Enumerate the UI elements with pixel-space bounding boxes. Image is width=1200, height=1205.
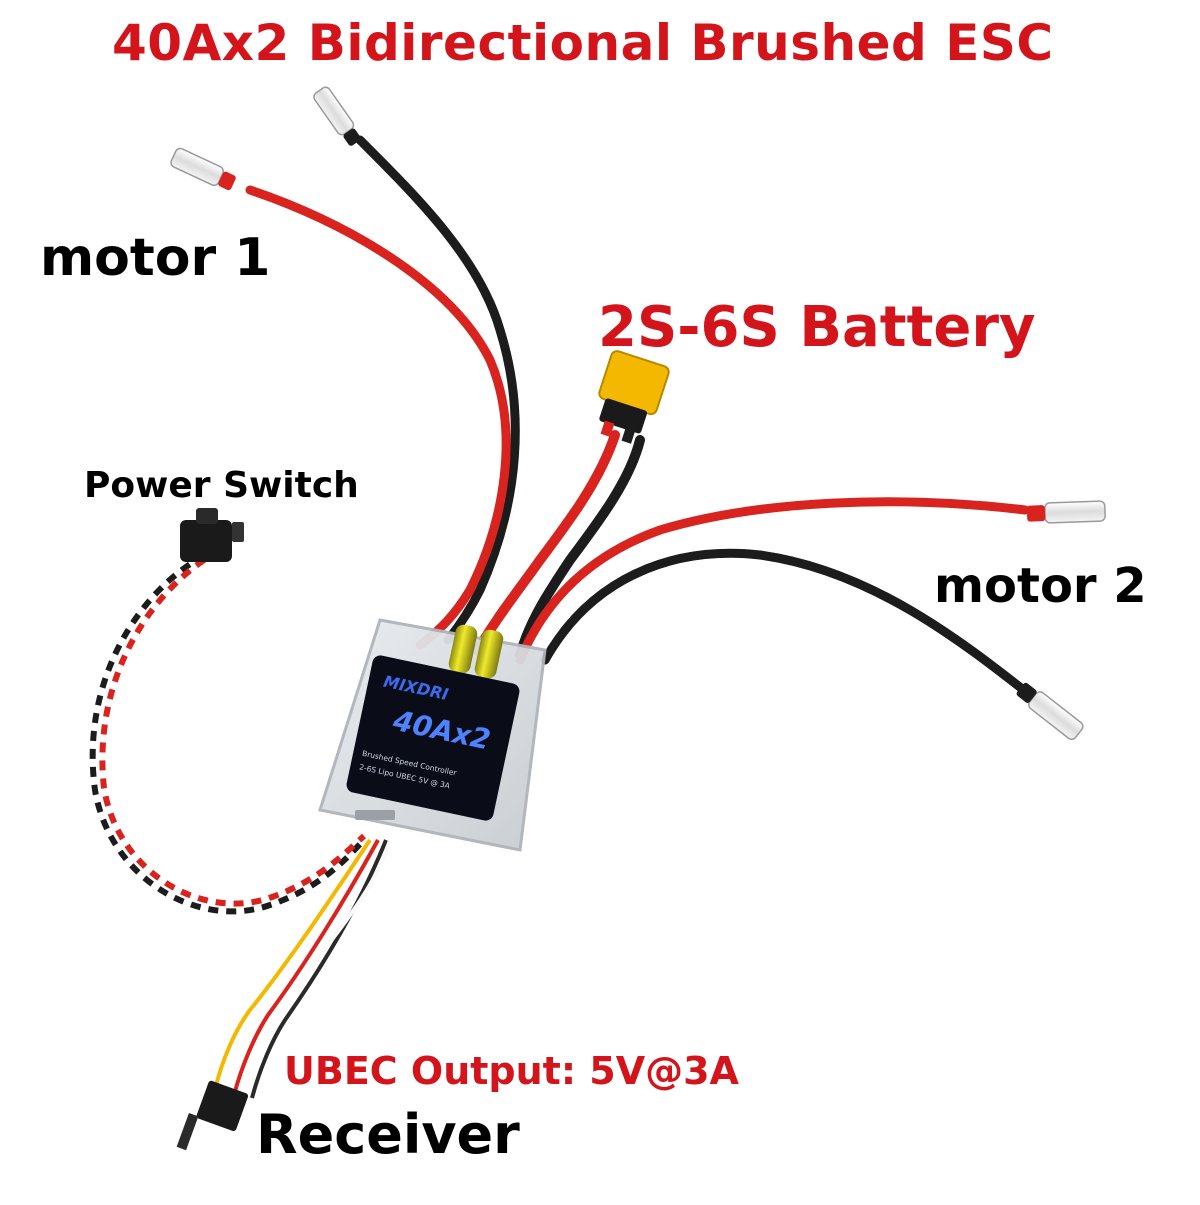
receiver-label: Receiver bbox=[256, 1103, 520, 1166]
battery-red-wire bbox=[473, 430, 620, 655]
power-switch-wires bbox=[89, 552, 366, 915]
esc-pin-header bbox=[355, 810, 395, 820]
motor1-black-connector bbox=[313, 86, 361, 146]
power-switch bbox=[180, 508, 244, 562]
motor2-black-wire bbox=[540, 548, 1035, 700]
motor2-red-connector bbox=[1026, 500, 1106, 524]
motor2-label: motor 2 bbox=[934, 558, 1147, 614]
power-switch-label: Power Switch bbox=[84, 465, 359, 506]
battery-connector bbox=[598, 350, 670, 444]
motor1-label: motor 1 bbox=[40, 228, 271, 288]
receiver-plug bbox=[176, 1080, 249, 1151]
ubec-label: UBEC Output: 5V@3A bbox=[284, 1049, 739, 1093]
motor1-red-connector bbox=[170, 147, 236, 191]
esc-label: MIXDRI 40Ax2 Brushed Speed Controller 2-… bbox=[346, 655, 520, 821]
esc-body: MIXDRI 40Ax2 Brushed Speed Controller 2-… bbox=[318, 618, 547, 852]
capacitors bbox=[448, 624, 504, 679]
title-label: 40Ax2 Bidirectional Brushed ESC bbox=[112, 14, 1054, 72]
motor2-red-wire bbox=[515, 497, 1030, 665]
battery-black-wire bbox=[515, 435, 645, 660]
receiver-wires bbox=[213, 838, 392, 1099]
motor2-black-connector bbox=[1016, 682, 1084, 741]
battery-label: 2S-6S Battery bbox=[598, 295, 1036, 360]
motor1-red-wire bbox=[245, 185, 511, 650]
motor1-black-wire bbox=[355, 135, 520, 645]
